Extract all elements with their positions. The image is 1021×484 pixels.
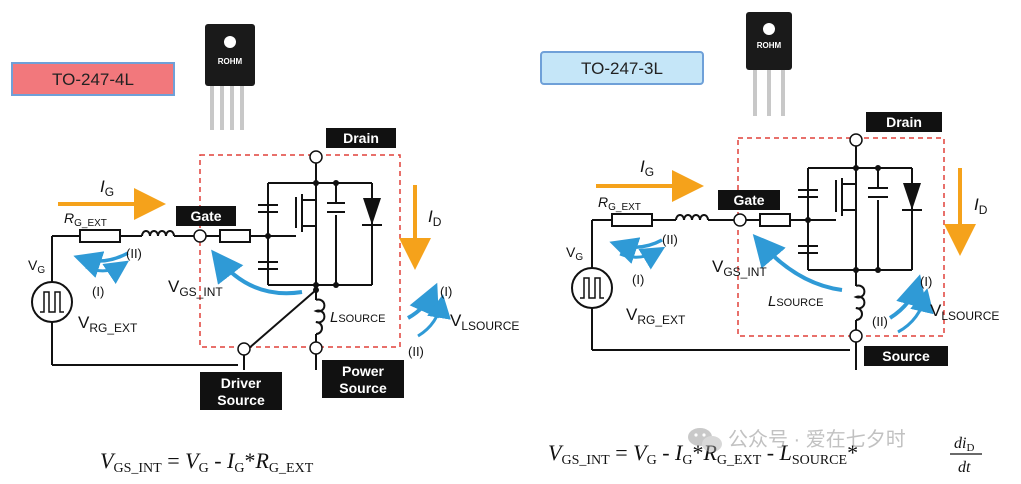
right-panel: TO-247-3L ROHM Drain (540, 12, 999, 476)
left-driver-source-tag (200, 372, 282, 410)
left-loop-i: (I) (92, 284, 104, 299)
right-rg-loop-arrow-2 (619, 246, 666, 270)
left-lsource-arrow (407, 282, 439, 320)
right-vrg-label: VRG_EXT (626, 305, 686, 327)
right-lsource-ii: (II) (872, 314, 888, 329)
right-rg-loop-arrow (609, 237, 663, 264)
right-lsource-i: (I) (920, 274, 932, 289)
right-loop-ii: (II) (662, 232, 678, 247)
left-vlsource-label: VLSOURCE (450, 311, 519, 333)
left-drain-tag (326, 128, 396, 148)
left-panel: TO-247-4L ROHM Drain (11, 24, 519, 477)
left-power-source-tag (322, 360, 404, 398)
left-wiring (51, 163, 373, 370)
right-vgs-arrow (752, 233, 843, 292)
left-gate-inductor (141, 230, 175, 237)
right-vlsource-label: VLSOURCE (930, 301, 999, 323)
left-equation: VGS_INT = VG - IG*RG_EXT (100, 448, 314, 477)
right-source-tag (864, 346, 948, 366)
right-rg-label: RG_EXT (598, 194, 641, 213)
right-gate-terminal (733, 213, 747, 227)
right-package-outline (737, 137, 945, 337)
left-vrg-label: VRG_EXT (78, 313, 138, 335)
left-body-diode (363, 198, 381, 225)
left-rg-loop-arrow (73, 251, 129, 278)
right-equation: VGS_INT = VG - IG*RG_EXT - LSOURCE* (548, 440, 858, 469)
right-chip-image: ROHM (746, 12, 792, 116)
right-id-label: ID (974, 195, 988, 217)
wechat-icon (688, 428, 722, 452)
left-power-source-text: Source (339, 380, 387, 396)
left-vgs-label: VGS_INT (168, 277, 223, 299)
right-package-label: TO-247-3L (581, 59, 663, 78)
left-rg-loop-arrow-2 (85, 260, 129, 284)
right-body-diode (903, 183, 921, 210)
right-eq-frac-den: dt (958, 459, 971, 476)
right-ig-label: IG (640, 157, 654, 179)
left-lsource-ii: (II) (408, 344, 424, 359)
left-chip-image: ROHM (205, 24, 255, 130)
left-package-outline (199, 154, 401, 348)
right-chip-brand: ROHM (757, 41, 782, 50)
right-rg-int-resistor (759, 213, 791, 227)
left-package-label-box (11, 62, 175, 96)
left-lsource-arrow-2 (417, 294, 451, 338)
right-lsource-arrow-2 (897, 288, 934, 334)
right-gate-tag (718, 190, 780, 210)
right-package-label-box (540, 51, 704, 85)
left-lsource-i: (I) (440, 284, 452, 299)
left-package-label: TO-247-4L (52, 70, 134, 89)
left-lsource-inductor (313, 298, 326, 335)
left-gate-terminal (193, 229, 207, 243)
right-drain-terminal (849, 133, 863, 147)
right-eq-frac-num: diD (954, 435, 974, 454)
watermark: 公众号 · 爱在七夕时 (688, 428, 906, 452)
right-vg-source (571, 267, 613, 309)
right-gate-inductor (675, 214, 709, 221)
left-power-text: Power (342, 363, 385, 379)
right-lsource-arrow (888, 274, 928, 320)
right-source-text: Source (882, 348, 930, 364)
left-drain-terminal (309, 150, 323, 164)
left-rg-label: RG_EXT (64, 210, 107, 229)
left-vg-source (31, 281, 73, 323)
left-driver-source-terminal (237, 342, 251, 356)
left-vgs-arrow (211, 249, 303, 296)
right-lsource-inductor (853, 284, 866, 321)
left-gate-text: Gate (190, 208, 221, 224)
left-loop-ii: (II) (126, 246, 142, 261)
right-lsource-label: LSOURCE (768, 293, 823, 310)
right-vgs-label: VGS_INT (712, 257, 767, 279)
left-id-label: ID (428, 207, 442, 229)
left-driver-source-text: Source (217, 392, 265, 408)
right-source-terminal (849, 329, 863, 343)
left-lsource-label: LSOURCE (330, 309, 385, 326)
left-gate-tag (176, 206, 236, 226)
left-rg-int-resistor (219, 229, 251, 243)
right-rg-ext-resistor (611, 213, 653, 227)
left-drain-text: Drain (343, 130, 379, 146)
right-drain-tag (866, 112, 942, 132)
left-driver-text: Driver (221, 375, 262, 391)
left-rg-ext-resistor (79, 229, 121, 243)
right-vg-label: VG (566, 244, 583, 263)
left-power-source-terminal (309, 341, 323, 355)
right-drain-text: Drain (886, 114, 922, 130)
left-vg-label: VG (28, 257, 45, 276)
left-ig-label: IG (100, 177, 114, 199)
right-loop-i: (I) (632, 272, 644, 287)
right-gate-text: Gate (733, 192, 764, 208)
watermark-text: 公众号 · 爱在七夕时 (728, 428, 906, 451)
left-chip-brand: ROHM (218, 57, 243, 66)
